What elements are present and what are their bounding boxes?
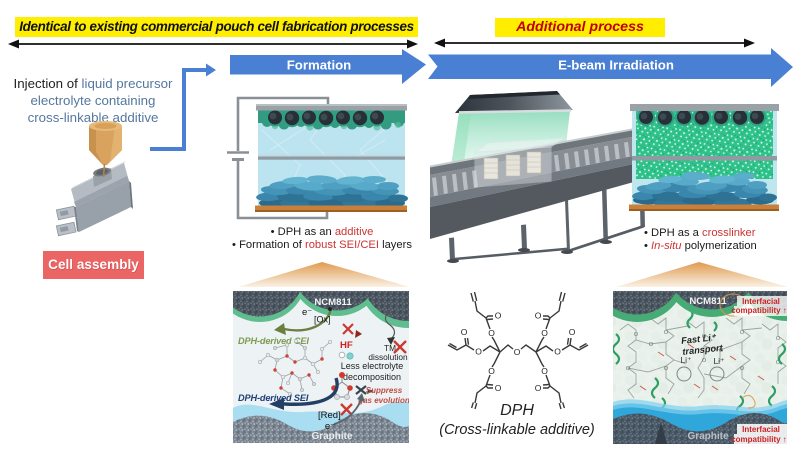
svg-text:gas evolution: gas evolution xyxy=(357,396,410,405)
svg-text:O: O xyxy=(649,342,654,348)
svg-text:O: O xyxy=(569,327,576,337)
svg-text:O: O xyxy=(541,328,548,338)
svg-text:Li⁺: Li⁺ xyxy=(680,355,692,365)
svg-text:O: O xyxy=(554,347,561,357)
svg-text:Graphite: Graphite xyxy=(311,431,353,442)
svg-text:e⁻: e⁻ xyxy=(302,307,312,318)
svg-text:O: O xyxy=(495,383,502,393)
svg-text:O: O xyxy=(475,347,482,357)
svg-text:E-beam Irradiation: E-beam Irradiation xyxy=(558,58,674,73)
svg-text:NCM811: NCM811 xyxy=(689,296,727,307)
svg-text:Fast Li⁺: Fast Li⁺ xyxy=(681,332,717,346)
svg-text:Graphite: Graphite xyxy=(687,431,729,442)
svg-text:Interfacial: Interfacial xyxy=(742,425,780,434)
svg-text:Formation: Formation xyxy=(287,58,351,73)
svg-text:O: O xyxy=(776,360,781,366)
svg-text:O: O xyxy=(514,347,521,357)
svg-text:O: O xyxy=(702,334,707,340)
svg-text:O: O xyxy=(535,311,542,321)
svg-text:Less electrolyte: Less electrolyte xyxy=(341,361,404,371)
svg-text:O: O xyxy=(634,332,639,338)
svg-text:O: O xyxy=(740,366,745,372)
svg-text:TM: TM xyxy=(384,343,396,353)
svg-text:O: O xyxy=(719,348,724,354)
svg-text:DPH: DPH xyxy=(500,402,534,419)
svg-text:O: O xyxy=(702,358,707,364)
svg-text:DPH-derived SEI: DPH-derived SEI xyxy=(238,393,309,403)
svg-text:compatibility ↑: compatibility ↑ xyxy=(731,435,787,444)
svg-text:O: O xyxy=(664,366,669,372)
svg-text:transport: transport xyxy=(682,343,724,357)
svg-text:O: O xyxy=(664,330,669,336)
svg-text:O: O xyxy=(626,366,631,372)
svg-text:dissolution: dissolution xyxy=(368,352,408,362)
svg-text:compatibility ↑: compatibility ↑ xyxy=(731,306,787,315)
svg-text:O: O xyxy=(740,330,745,336)
svg-text:DPH-derived CEI: DPH-derived CEI xyxy=(238,336,309,346)
svg-text:O: O xyxy=(535,383,542,393)
svg-text:Interfacial: Interfacial xyxy=(742,297,780,306)
svg-text:(Cross-linkable additive): (Cross-linkable additive) xyxy=(439,422,595,438)
svg-text:O: O xyxy=(488,366,495,376)
svg-text:O: O xyxy=(495,311,502,321)
svg-text:O: O xyxy=(488,328,495,338)
svg-text:Li⁺: Li⁺ xyxy=(713,356,725,366)
svg-text:O: O xyxy=(461,327,468,337)
svg-text:[Ox]: [Ox] xyxy=(314,315,331,325)
svg-text:[Red]: [Red] xyxy=(318,410,341,421)
svg-text:e⁻: e⁻ xyxy=(325,421,335,432)
svg-text:O: O xyxy=(776,336,781,342)
svg-text:decomposition: decomposition xyxy=(343,372,401,382)
svg-text:O: O xyxy=(541,366,548,376)
svg-text:HF: HF xyxy=(340,340,353,351)
svg-text:NCM811: NCM811 xyxy=(314,297,352,308)
svg-text:Suppress: Suppress xyxy=(366,386,403,395)
